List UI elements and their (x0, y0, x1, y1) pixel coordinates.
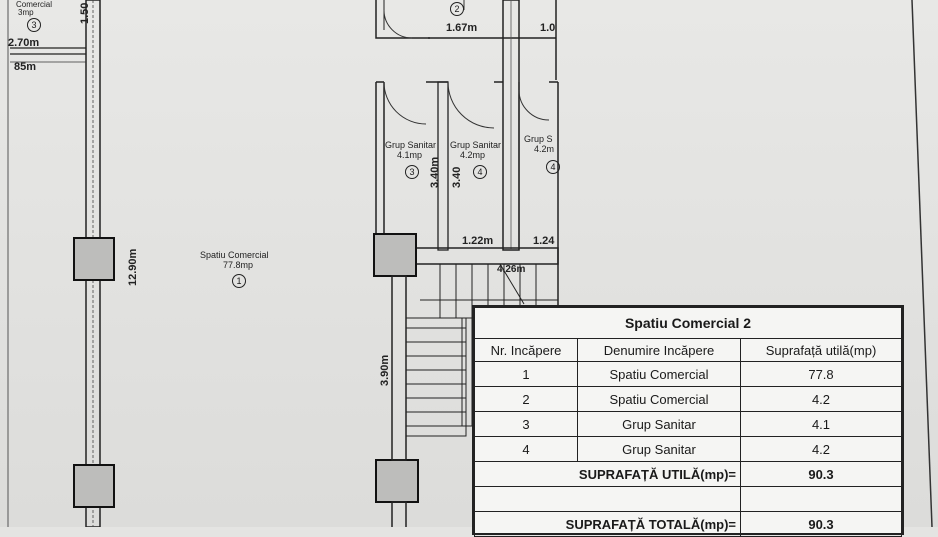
dim-1-50: 1.50 (79, 2, 91, 24)
dim-12-90: 12.90m (127, 248, 139, 286)
spacer-row (474, 486, 902, 512)
row-suprafata: 4.1 (740, 411, 902, 437)
gs3-area: 4.2m (534, 144, 555, 154)
dim-4-26: 4.26m (497, 264, 526, 275)
util-area-row: SUPRAFAȚĂ UTILĂ(mp)= 90.3 (474, 461, 902, 487)
pillar (73, 464, 115, 508)
dim-1-24: 1.24 (533, 235, 555, 247)
area-table-grid: Spatiu Comercial 2 Nr. Incăpere Denumire… (474, 307, 902, 537)
table-row: 2 Spatiu Comercial 4.2 (474, 386, 902, 412)
util-area-label: SUPRAFAȚĂ UTILĂ(mp)= (474, 461, 741, 487)
header-suprafata: Suprafață utilă(mp) (740, 338, 902, 362)
dim-1-67: 1.67m (446, 22, 478, 34)
table-row: 1 Spatiu Comercial 77.8 (474, 361, 902, 387)
util-area-value: 90.3 (740, 461, 902, 487)
main-room-label: Spatiu Comercial (200, 250, 269, 260)
area-table: Spatiu Comercial 2 Nr. Incăpere Denumire… (472, 305, 904, 537)
table-title: Spatiu Comercial 2 (474, 307, 902, 339)
row-nr: 1 (474, 361, 578, 387)
row-suprafata: 4.2 (740, 436, 902, 462)
gs3-label: Grup S (524, 134, 553, 144)
gs1-label: Grup Sanitar (385, 140, 437, 150)
total-area-row: SUPRAFAȚĂ TOTALĂ(mp)= 90.3 (474, 511, 902, 537)
main-room-area: 77.8mp (223, 260, 254, 270)
room-2-walls (375, 0, 557, 80)
spacer-cell (474, 486, 741, 512)
sanitary-block-walls (375, 81, 559, 310)
pillar (373, 233, 417, 277)
dim-85: 85m (14, 61, 37, 73)
dim-3-40-right: 3.40 (451, 166, 463, 188)
dim-2-70: 2.70m (8, 37, 40, 49)
gs1-area: 4.1mp (397, 150, 423, 160)
row-denumire: Grup Sanitar (577, 411, 741, 437)
gs1-number: 3 (405, 165, 419, 179)
gs2-label: Grup Sanitar (450, 140, 502, 150)
row-suprafata: 77.8 (740, 361, 902, 387)
row-denumire: Spatiu Comercial (577, 361, 741, 387)
table-title-row: Spatiu Comercial 2 (474, 307, 902, 339)
room-2-number: 2 (450, 2, 464, 16)
header-denumire: Denumire Incăpere (577, 338, 741, 362)
pillar (73, 237, 115, 281)
row-nr: 2 (474, 386, 578, 412)
row-nr: 3 (474, 411, 578, 437)
total-area-label: SUPRAFAȚĂ TOTALĂ(mp)= (474, 511, 741, 537)
pillar (375, 459, 419, 503)
top-left-room-number: 3 (27, 18, 41, 32)
dim-3-90: 3.90m (379, 354, 391, 386)
row-suprafata: 4.2 (740, 386, 902, 412)
top-left-room-label: Comercial (16, 0, 53, 9)
dim-1-0: 1.0 (540, 22, 556, 34)
main-room-number: 1 (232, 274, 246, 288)
gs2-number: 4 (473, 165, 487, 179)
row-nr: 4 (474, 436, 578, 462)
table-header-row: Nr. Incăpere Denumire Incăpere Suprafață… (474, 338, 902, 362)
gs3-number: 4 (546, 160, 560, 174)
header-nr: Nr. Incăpere (474, 338, 578, 362)
table-row: 3 Grup Sanitar 4.1 (474, 411, 902, 437)
top-left-room (10, 47, 86, 63)
dim-3-40-left: 3.40m (429, 156, 441, 188)
dim-1-22: 1.22m (462, 235, 494, 247)
sheet-border-line (911, 0, 933, 527)
total-area-value: 90.3 (740, 511, 902, 537)
top-left-room-area: 3mp (18, 8, 34, 17)
row-denumire: Grup Sanitar (577, 436, 741, 462)
row-denumire: Spatiu Comercial (577, 386, 741, 412)
spacer-cell (740, 486, 902, 512)
table-row: 4 Grup Sanitar 4.2 (474, 436, 902, 462)
staircase (405, 263, 558, 437)
gs2-area: 4.2mp (460, 150, 486, 160)
